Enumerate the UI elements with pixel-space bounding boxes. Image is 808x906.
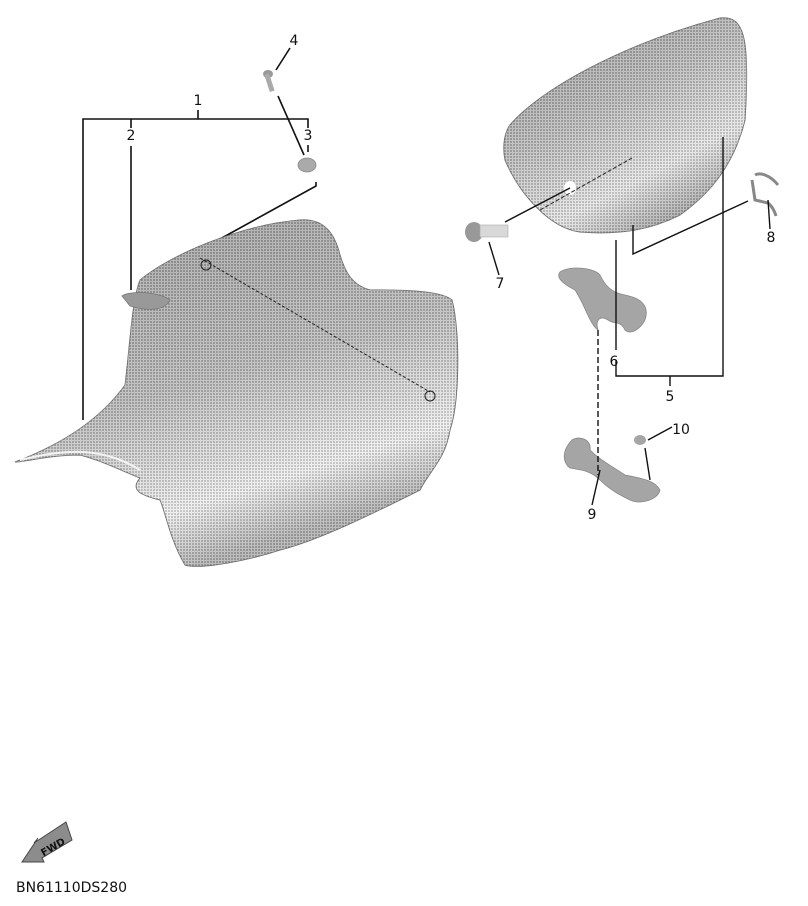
seat-bracket-part[interactable] xyxy=(558,267,647,333)
clip-part[interactable] xyxy=(750,172,780,217)
callout-6: 6 xyxy=(609,354,619,370)
callout-10: 10 xyxy=(672,422,690,438)
callout-2: 2 xyxy=(126,128,136,144)
callout-5: 5 xyxy=(665,389,675,405)
damper-part[interactable] xyxy=(465,222,509,242)
callout-9: 9 xyxy=(587,507,597,523)
passenger-seat[interactable] xyxy=(503,17,748,234)
leader-lines xyxy=(82,47,317,420)
callout-1: 1 xyxy=(193,93,203,109)
fwd-arrow-icon: FWD xyxy=(21,821,73,863)
callout-8: 8 xyxy=(766,230,776,246)
screw-part[interactable] xyxy=(263,70,275,93)
callout-3: 3 xyxy=(303,128,313,144)
callout-4: 4 xyxy=(289,33,299,49)
drawing-code: BN61110DS280 xyxy=(16,880,128,896)
rider-seat[interactable] xyxy=(14,219,459,567)
leader-lines-right xyxy=(488,137,771,506)
callout-7: 7 xyxy=(495,276,505,292)
bolt-part[interactable] xyxy=(634,435,646,445)
seat-lock-bracket-part[interactable] xyxy=(563,437,661,503)
grommet-part[interactable] xyxy=(297,157,317,173)
